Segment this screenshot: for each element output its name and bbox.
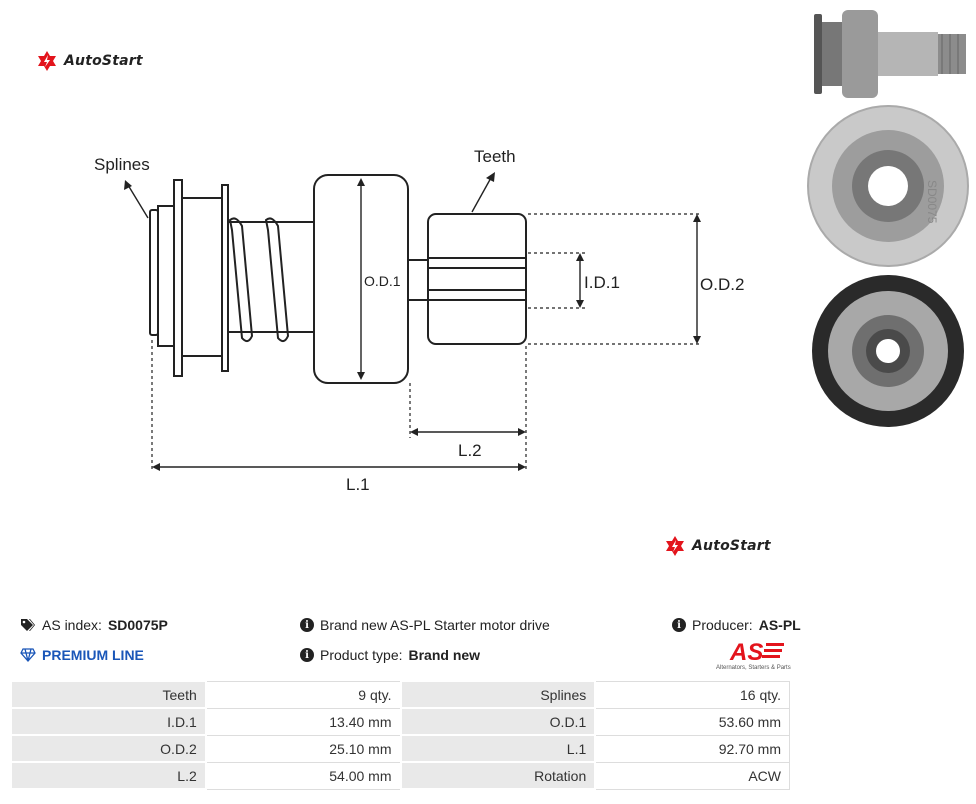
info-icon: i [672, 618, 686, 632]
logo-text: AutoStart [64, 53, 143, 69]
label-od2: O.D.2 [700, 275, 744, 294]
label-id1: I.D.1 [584, 273, 620, 292]
spec-label: O.D.2 [10, 734, 207, 763]
autostart-mark-icon [666, 536, 684, 556]
spec-label: L.1 [399, 734, 597, 763]
svg-text:AS: AS [729, 639, 763, 666]
label-l1: L.1 [346, 475, 370, 494]
table-row: O.D.2 25.10 mm L.1 92.70 mm [10, 734, 791, 763]
table-row: Teeth 9 qty. Splines 16 qty. [10, 680, 791, 709]
specs-table: Teeth 9 qty. Splines 16 qty. I.D.1 13.40… [10, 680, 791, 790]
producer: i Producer: AS-PL [672, 617, 801, 633]
spec-label: I.D.1 [10, 707, 207, 736]
as-pl-tagline: Alternators, Starters & Parts [716, 665, 791, 671]
description: i Brand new AS-PL Starter motor drive [300, 617, 550, 633]
spec-label: Splines [399, 680, 597, 709]
label-od1: O.D.1 [364, 273, 401, 289]
product-photo-side [814, 10, 966, 98]
spec-label: Rotation [399, 761, 597, 790]
label-splines: Splines [94, 155, 150, 174]
autostart-mark-icon [38, 51, 56, 71]
spec-value: 54.00 mm [205, 761, 401, 790]
producer-value: AS-PL [758, 617, 801, 633]
as-index-label: AS index: [42, 617, 102, 633]
spec-label: L.2 [10, 761, 207, 790]
spec-value: 92.70 mm [594, 734, 791, 763]
spec-value: 13.40 mm [205, 707, 401, 736]
table-row: L.2 54.00 mm Rotation ACW [10, 761, 791, 790]
producer-label: Producer: [692, 617, 753, 633]
product-photo-back [812, 275, 964, 427]
product-type: i Product type: Brand new [300, 647, 480, 663]
label-teeth: Teeth [474, 147, 516, 166]
premium-line: PREMIUM LINE [20, 647, 144, 663]
tags-icon [21, 619, 35, 631]
info-icon: i [300, 618, 314, 632]
table-row: I.D.1 13.40 mm O.D.1 53.60 mm [10, 707, 791, 736]
logo-text: AutoStart [692, 538, 771, 554]
spec-value: 53.60 mm [594, 707, 791, 736]
spec-label: O.D.1 [399, 707, 597, 736]
spec-label: Teeth [10, 680, 207, 709]
spec-value: 16 qty. [594, 680, 791, 709]
label-l2: L.2 [458, 441, 482, 460]
product-type-label: Product type: [320, 647, 403, 663]
info-icon: i [300, 648, 314, 662]
diamond-icon [20, 648, 36, 662]
spec-value: ACW [594, 761, 791, 790]
as-index: AS index: SD0075P [20, 617, 168, 633]
autostart-logo-bottom: AutoStart [664, 535, 771, 557]
svg-text:SD0075: SD0075 [925, 180, 939, 224]
spec-value: 9 qty. [205, 680, 401, 709]
as-pl-logo: AS Alternators, Starters & Parts [716, 639, 791, 671]
product-photo-front: SD0075 [807, 105, 969, 267]
spec-value: 25.10 mm [205, 734, 401, 763]
as-index-value: SD0075P [107, 617, 168, 633]
technical-drawing: Splines Teeth O.D.1 I.D.1 O.D.2 L.2 L.1 [94, 147, 744, 494]
description-text: Brand new AS-PL Starter motor drive [320, 617, 550, 633]
premium-line-label: PREMIUM LINE [42, 647, 144, 663]
autostart-logo: AutoStart [36, 50, 143, 72]
product-type-value: Brand new [408, 647, 481, 663]
